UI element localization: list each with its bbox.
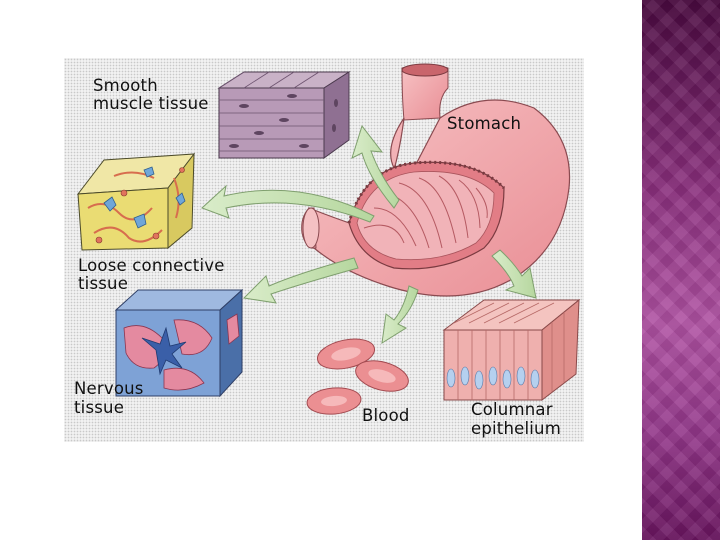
label-nervous-line2: tissue [74, 398, 125, 417]
label-columnar-line1: Columnar [471, 400, 553, 419]
tissue-diagram: Smooth muscle tissue Stomach Loose conne… [64, 58, 584, 442]
smooth-muscle-block [217, 71, 351, 159]
arrows [201, 124, 537, 344]
stomach-illustration [301, 63, 571, 297]
diagram-artwork [76, 63, 581, 415]
label-nervous-line1: Nervous [74, 379, 144, 398]
columnar-epithelium-block [442, 298, 581, 402]
nervous-tissue-block [114, 288, 244, 398]
arrow-to-connective [201, 184, 375, 223]
label-stomach: Stomach [447, 114, 522, 133]
label-loose-connective-line1: Loose connective [78, 256, 225, 275]
decorative-sidebar [642, 0, 720, 540]
arrow-to-epithelium [491, 249, 537, 299]
label-smooth-muscle-line2: muscle tissue [93, 94, 209, 113]
arrow-to-nervous [242, 257, 359, 304]
blood-cells [306, 338, 409, 415]
loose-connective-block [76, 152, 196, 251]
label-smooth-muscle-line1: Smooth [93, 76, 158, 95]
label-blood: Blood [362, 406, 410, 425]
arrow-to-blood [381, 285, 419, 344]
label-columnar-line2: epithelium [471, 419, 561, 438]
arrow-to-smooth-muscle [351, 124, 400, 209]
label-loose-connective-line2: tissue [78, 274, 129, 293]
